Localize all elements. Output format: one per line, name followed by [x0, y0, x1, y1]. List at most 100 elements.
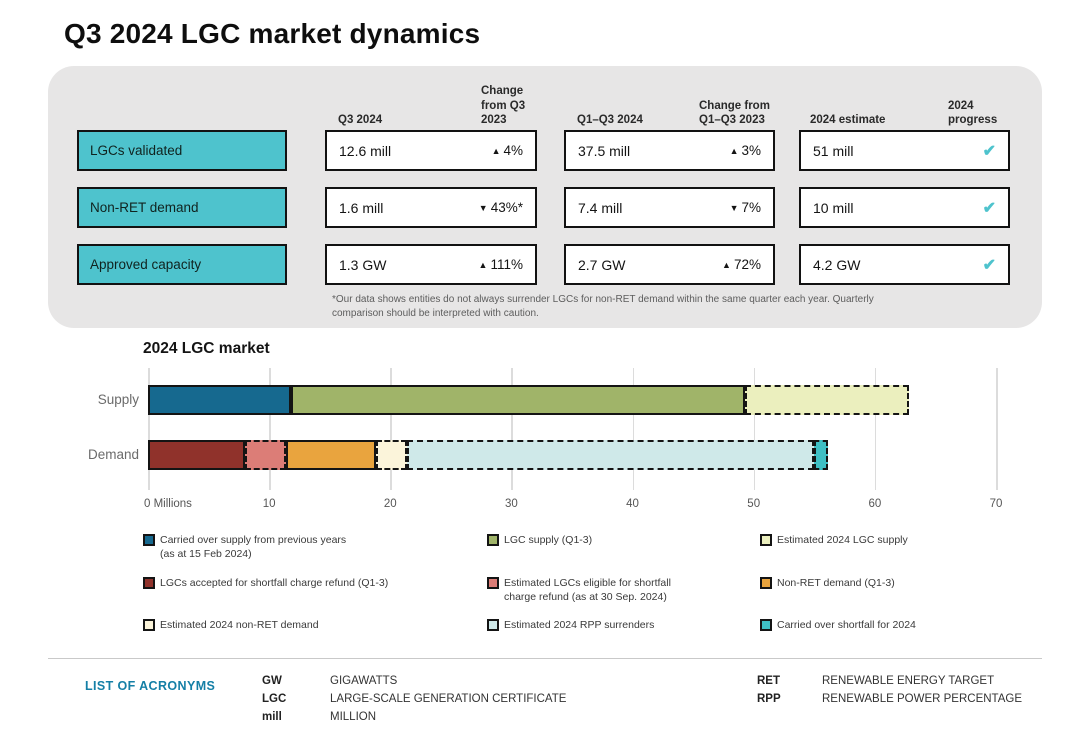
acronym-row: RET RENEWABLE ENERGY TARGET: [757, 675, 1022, 687]
acronym-row: LGC LARGE-SCALE GENERATION CERTIFICATE: [262, 693, 566, 705]
table-cell-q3: 12.6 mill▲4%: [325, 130, 537, 171]
x-tick-label: 60: [868, 498, 882, 510]
acronym-term: GW: [262, 675, 282, 687]
table-cell-estimate: 4.2 GW ✔: [799, 244, 1010, 285]
bar-segment: [290, 385, 746, 415]
bar-row-label: Demand: [87, 447, 139, 462]
table-cell-ytd: 37.5 mill ▲3%: [564, 130, 775, 171]
footnote: *Our data shows entities do not always s…: [332, 294, 874, 319]
column-header-q3-2024: Q3 2024: [338, 114, 383, 127]
ytd-change: ▲3%: [729, 143, 761, 158]
column-header-q1-q3-2024: Q1–Q3 2024: [577, 114, 643, 127]
x-tick-label: 70: [989, 498, 1003, 510]
acronym-definition: LARGE-SCALE GENERATION CERTIFICATE: [330, 693, 567, 705]
acronym-term: RPP: [757, 693, 781, 705]
acronyms-column-2: RET RENEWABLE ENERGY TARGET RPP RENEWABLE P…: [757, 675, 1022, 711]
x-tick-label: 40: [626, 498, 639, 510]
legend-item: LGC supply (Q1-3): [487, 533, 817, 547]
check-icon: ✔: [982, 256, 996, 274]
acronym-definition: GIGAWATTS: [330, 675, 398, 687]
legend-swatch-icon: [487, 534, 499, 546]
bar-segment: [148, 385, 291, 415]
table-cell-q3: 1.3 GW ▲111%: [325, 244, 537, 285]
acronyms-column-1: GW GIGAWATTS LGC LARGE-SCALE GENERATION CER…: [262, 675, 566, 729]
bar-segment: [407, 440, 815, 470]
page-title: Q3 2024 LGC market dynamics: [64, 18, 481, 49]
estimate-value: 4.2 GW: [813, 256, 861, 273]
bar-segment: [148, 440, 245, 470]
legend-item: Estimated 2024 LGC supply: [760, 533, 1090, 547]
legend-swatch-icon: [760, 619, 772, 631]
legend-label: LGC supply (Q1-3): [504, 534, 593, 546]
legend-item: LGCs accepted for shortfall charge refun…: [143, 576, 473, 590]
acronym-row: RPP RENEWABLE POWER PERCENTAGE: [757, 693, 1022, 705]
down-triangle-icon: ▼: [729, 203, 739, 213]
ytd-change: ▲72%: [722, 257, 761, 272]
gridline: [996, 368, 998, 490]
column-header-2024-estimate: 2024 estimate: [810, 114, 886, 127]
gridline: [511, 368, 513, 490]
ytd-value: 2.7 GW: [578, 256, 626, 273]
up-triangle-icon: ▲: [722, 260, 731, 270]
q3-change: ▲111%: [478, 257, 523, 272]
acronym-definition: RENEWABLE POWER PERCENTAGE: [822, 693, 1023, 705]
acronym-row: GW GIGAWATTS: [262, 675, 566, 687]
gridline: [874, 368, 877, 490]
acronym-term: mill: [262, 711, 282, 723]
table-cell-ytd: 2.7 GW ▲72%: [564, 244, 775, 285]
acronym-term: LGC: [262, 693, 287, 705]
acronym-definition: RENEWABLE ENERGY TARGET: [822, 675, 995, 687]
x-tick-label: 30: [505, 498, 518, 510]
legend-label: Carried over supply from previous years(…: [160, 534, 347, 561]
legend-item: Estimated 2024 non-RET demand: [143, 618, 473, 632]
legend-swatch-icon: [143, 619, 155, 631]
up-triangle-icon: ▲: [729, 146, 739, 156]
divider-line: [48, 658, 1042, 659]
bar-segment: [814, 440, 828, 470]
legend-item: Non-RET demand (Q1-3): [760, 576, 1090, 590]
legend-label: Estimated 2024 RPP surrenders: [504, 619, 655, 631]
legend-swatch-icon: [760, 577, 772, 589]
acronym-row: mill MILLION: [262, 711, 566, 723]
gridline: [148, 368, 150, 490]
ytd-change: ▼7%: [729, 200, 761, 215]
summary-panel: Q3 2024 Change from Q3 2023 Q1–Q3 2024 C…: [48, 66, 1042, 328]
up-triangle-icon: ▲: [491, 146, 501, 156]
table-cell-q3: 1.6 mill▼43%*: [325, 187, 537, 228]
q3-value: 12.6 mill: [339, 142, 392, 159]
legend-swatch-icon: [143, 577, 155, 589]
x-tick-label: 10: [262, 498, 276, 510]
up-triangle-icon: ▲: [478, 260, 488, 270]
gridline: [632, 368, 635, 490]
check-icon: ✔: [982, 199, 996, 217]
x-tick-label: 50: [747, 498, 761, 510]
legend-label: Estimated 2024 LGC supply: [777, 534, 908, 546]
table-cell-estimate: 51 mill✔: [799, 130, 1010, 171]
acronyms-heading: LIST OF ACRONYMS: [85, 679, 216, 693]
table-cell-ytd: 7.4 mill ▼7%: [564, 187, 775, 228]
ytd-value: 7.4 mill: [578, 199, 623, 216]
legend-label: Estimated 2024 non-RET demand: [160, 619, 319, 631]
column-header-change-q1q3: Change from Q1–Q3 2023: [699, 99, 770, 127]
legend-swatch-icon: [143, 534, 155, 546]
acronym-definition: MILLION: [330, 711, 377, 723]
acronym-term: RET: [757, 675, 780, 687]
x-tick-label: 0 Millions: [144, 498, 192, 510]
estimate-value: 51 mill: [813, 142, 854, 159]
gridline: [390, 368, 392, 490]
legend-swatch-icon: [760, 534, 772, 546]
legend-label: Non-RET demand (Q1-3): [777, 577, 895, 589]
legend-item: Estimated 2024 RPP surrenders: [487, 618, 817, 632]
table-row-label: Approved capacity: [77, 244, 287, 285]
bar-segment: [375, 440, 408, 470]
q3-value: 1.3 GW: [339, 256, 387, 273]
gridline: [269, 368, 271, 490]
down-triangle-icon: ▼: [478, 203, 488, 213]
table-row-label: Non-RET demand: [77, 187, 287, 228]
legend-label: Carried over shortfall for 2024: [777, 619, 916, 631]
table-row-label: LGCs validated: [77, 130, 287, 171]
ytd-value: 37.5 mill: [578, 142, 631, 159]
legend-swatch-icon: [487, 619, 499, 631]
x-tick-label: 20: [383, 498, 397, 510]
